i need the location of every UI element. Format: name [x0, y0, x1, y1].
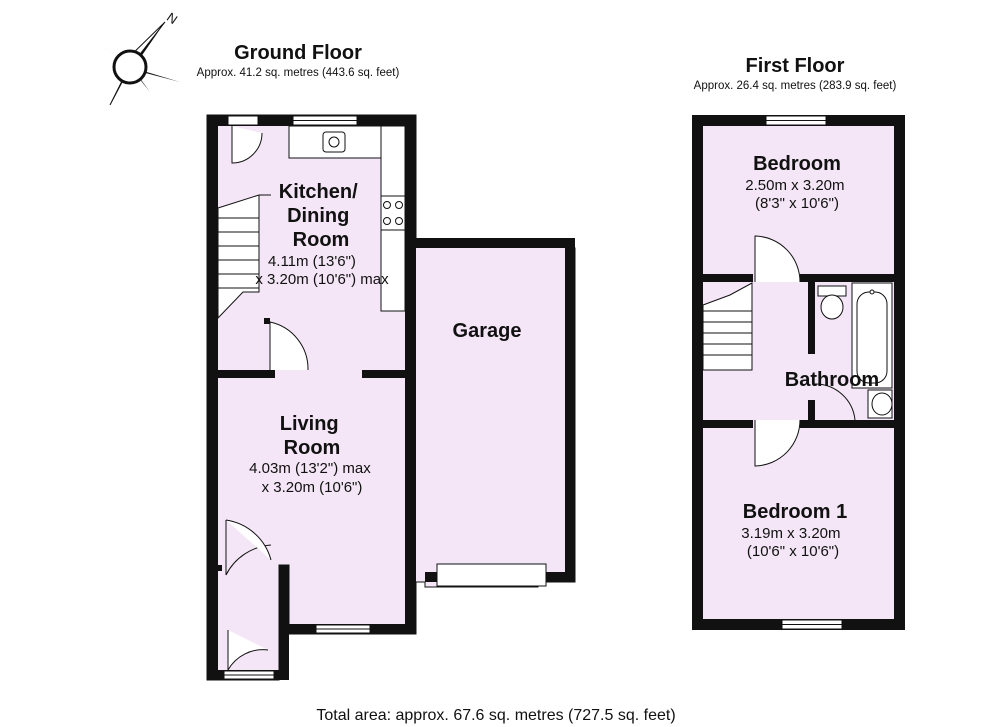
- kitchen-door: [269, 321, 309, 371]
- first-floor-staircase: [702, 282, 753, 371]
- hob-icon: [380, 195, 406, 231]
- garage-floor: [416, 248, 565, 572]
- kitchen-sink-icon: [322, 131, 346, 153]
- ground-floor-area: Approx. 41.2 sq. metres (443.6 sq. feet): [197, 67, 400, 79]
- bathtub-icon: [851, 282, 893, 389]
- first-floor-plan: [692, 115, 905, 630]
- compass-north-label: N: [164, 9, 180, 27]
- kitchen-dining-room-name: Kitchen/ Dining Room: [279, 181, 363, 251]
- toilet-icon: [817, 285, 847, 320]
- garage-name: Garage: [453, 320, 522, 342]
- total-area: Total area: approx. 67.6 sq. metres (727…: [316, 707, 675, 724]
- kitchen-dining-room-dimensions: 4.11m (13'6") x 3.20m (10'6") max: [255, 253, 389, 288]
- bedroom-1-name: Bedroom 1: [743, 501, 847, 523]
- first-floor-area: Approx. 26.4 sq. metres (283.9 sq. feet): [694, 80, 897, 92]
- bathroom-name: Bathroom: [785, 369, 879, 391]
- bathroom-door: [814, 383, 856, 421]
- washbasin-icon: [867, 389, 893, 419]
- bedroom-name: Bedroom: [753, 153, 841, 175]
- north-arrow-compass-icon: N: [95, 9, 180, 106]
- entrance-door: [225, 519, 272, 561]
- bedroom-dimensions: 2.50m x 3.20m (8'3" x 10'6"): [745, 177, 848, 212]
- bedroom-1-dimensions: 3.19m x 3.20m (10'6" x 10'6"): [741, 525, 844, 560]
- bedroom-1-door: [754, 419, 801, 467]
- bedroom-door: [754, 235, 801, 283]
- back-door: [231, 126, 263, 164]
- ground-floor-title: Ground Floor: [234, 42, 362, 64]
- first-floor-title: First Floor: [746, 55, 845, 77]
- living-room-name: Living Room: [280, 413, 344, 459]
- ground-floor-plan: [206, 114, 576, 681]
- staircase: [217, 194, 271, 320]
- garage-door: [436, 563, 547, 587]
- living-room-dimensions: 4.03m (13'2") max x 3.20m (10'6"): [249, 460, 375, 496]
